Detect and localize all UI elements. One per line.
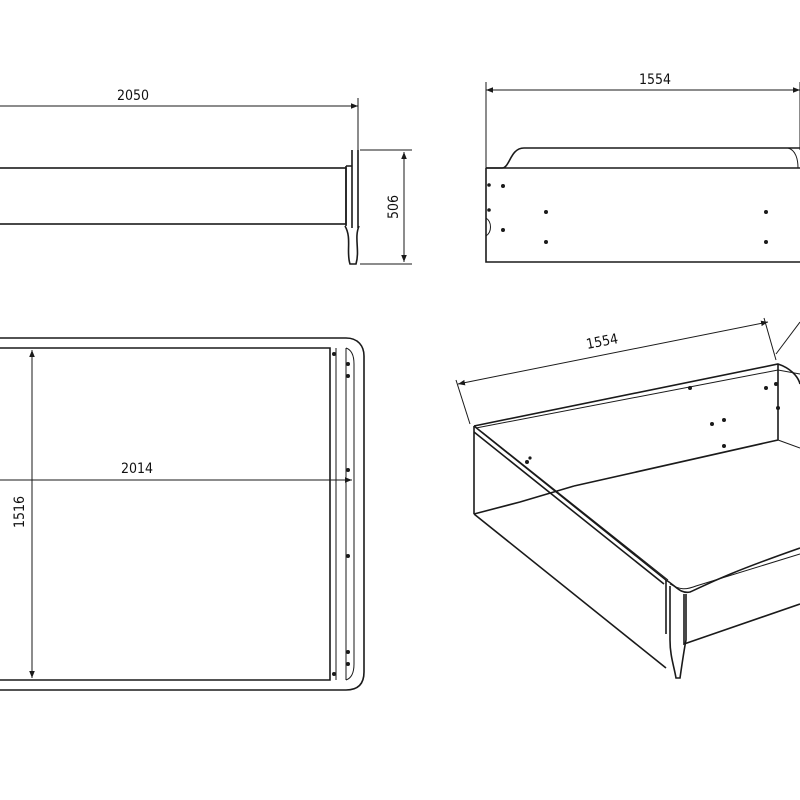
end-view: 1554 <box>485 72 800 263</box>
iso-left-rail-bottom <box>473 485 575 515</box>
end-side-stub <box>485 217 491 237</box>
end-screw-holes <box>487 183 768 244</box>
top-width-label: 1516 <box>12 496 28 528</box>
top-view: 1516 2014 <box>0 337 365 691</box>
iso-left-rail <box>473 425 667 669</box>
top-length-label: 2014 <box>121 461 153 477</box>
iso-width-dimension-line <box>457 320 769 386</box>
side-length-label: 2050 <box>117 88 149 104</box>
top-screw-holes <box>332 352 350 676</box>
side-end-panel <box>345 150 359 228</box>
iso-screw-holes <box>525 382 780 464</box>
end-headboard-outline <box>485 147 800 263</box>
iso-left-rail-inner <box>481 431 669 581</box>
iso-view: 1554 <box>455 317 800 679</box>
iso-back-rail <box>777 439 800 449</box>
iso-width-right-extension <box>763 317 777 361</box>
iso-footboard-inner <box>669 553 800 590</box>
iso-depth-extension <box>775 321 800 355</box>
iso-headboard-back <box>473 363 800 514</box>
iso-width-label: 1554 <box>585 331 620 353</box>
end-width-label: 1554 <box>639 72 671 88</box>
end-headboard-edge <box>787 147 799 169</box>
side-height-label: 506 <box>386 195 402 219</box>
iso-headboard-back-top <box>475 369 800 429</box>
iso-leg <box>669 586 687 679</box>
side-view: 2050 506 <box>0 88 412 265</box>
top-frame-inner <box>0 347 331 681</box>
side-rail <box>0 167 347 225</box>
top-headboard-panel <box>345 347 355 681</box>
top-frame-outer <box>0 337 365 691</box>
side-leg <box>344 225 360 265</box>
iso-width-left-extension <box>455 379 471 425</box>
